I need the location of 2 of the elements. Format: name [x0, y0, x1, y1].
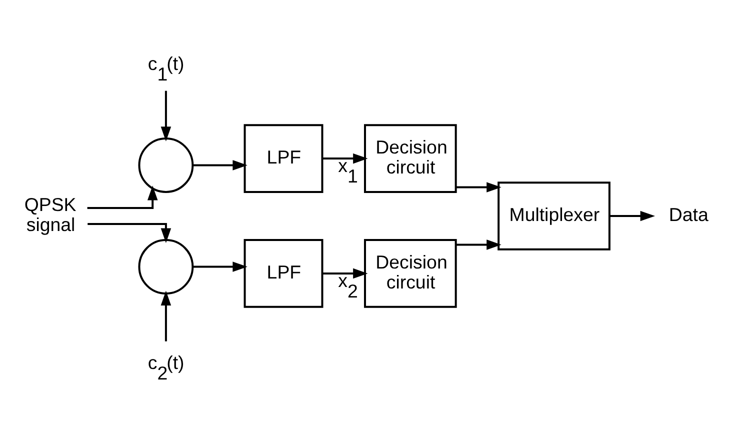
node-text: QPSK signal	[24, 194, 76, 235]
node-text: Data	[668, 204, 708, 225]
